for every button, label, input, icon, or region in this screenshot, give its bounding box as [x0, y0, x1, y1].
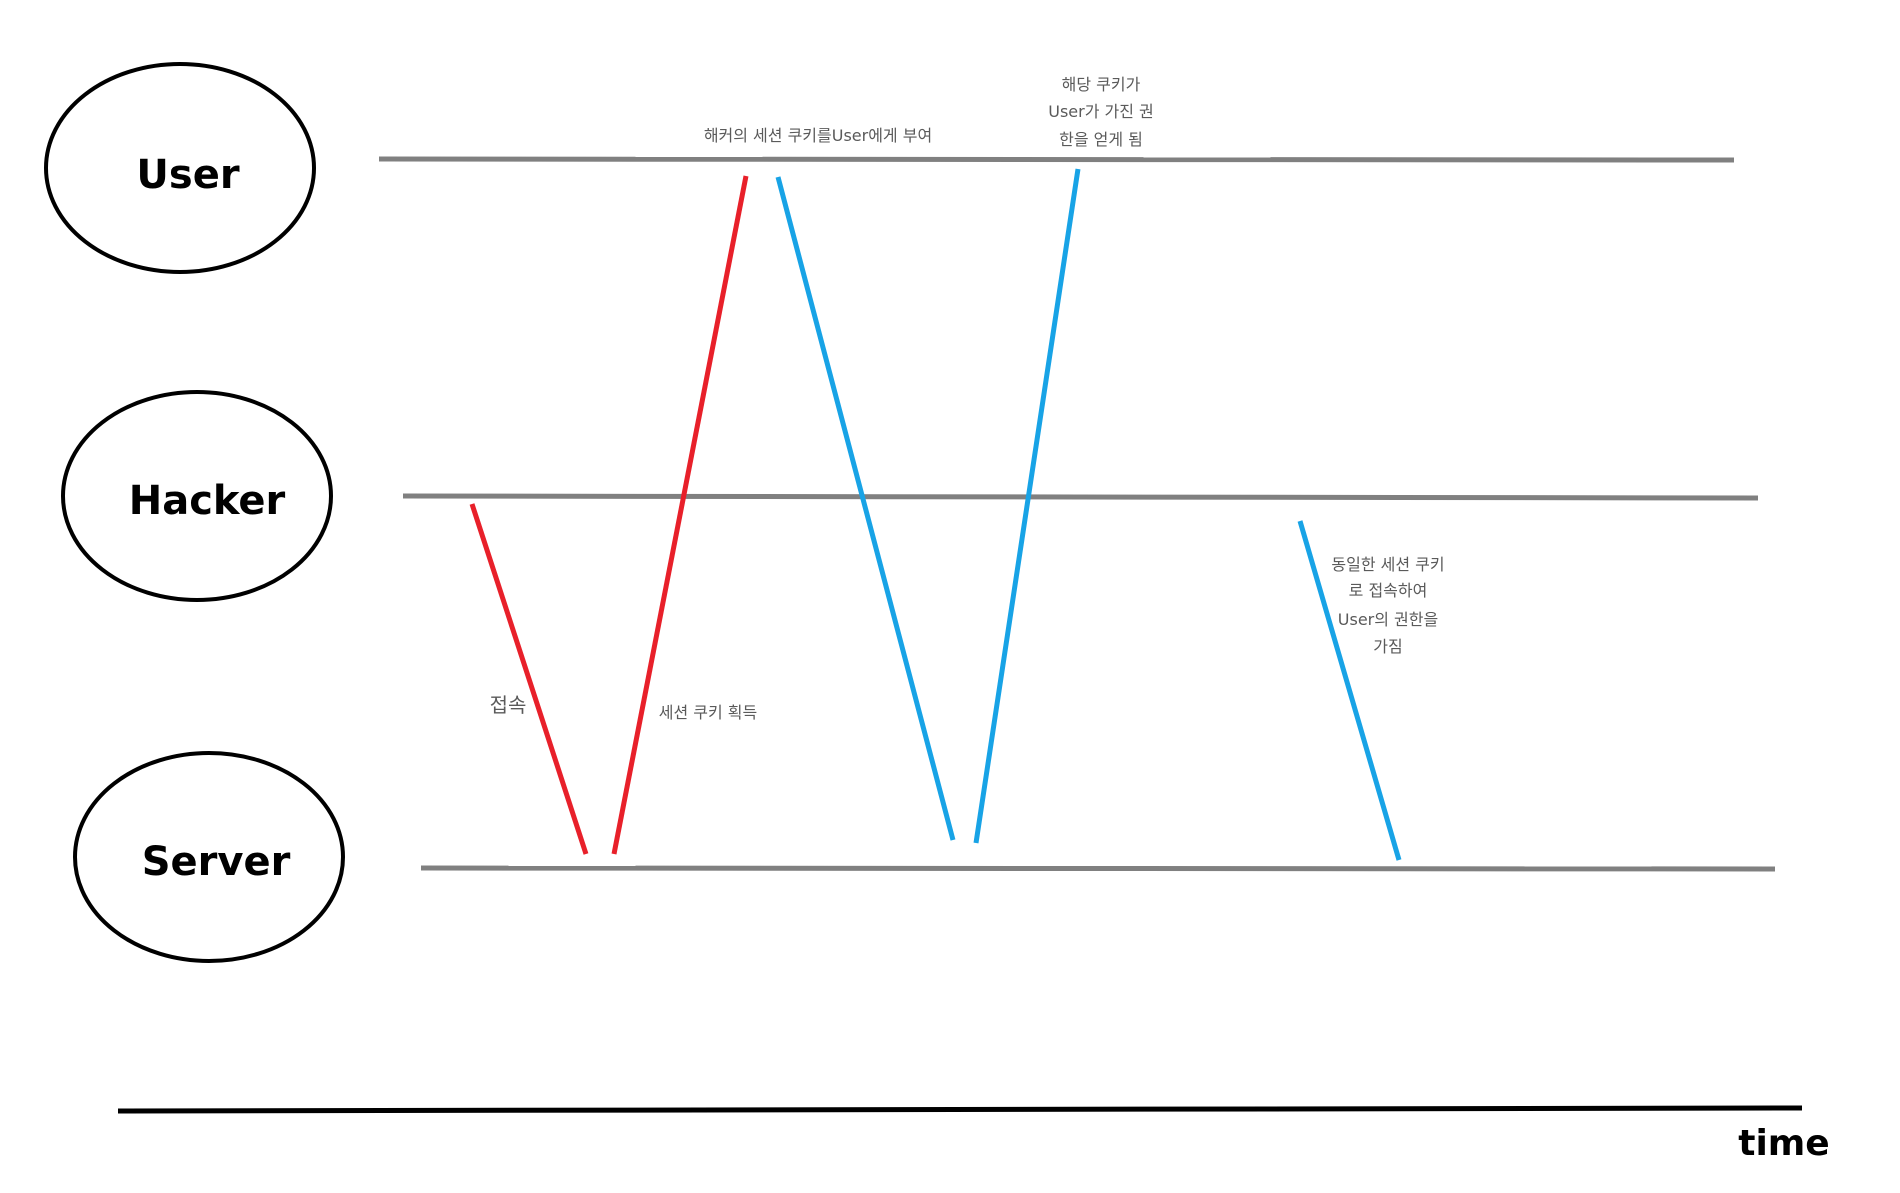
note-same-cookie-line-2: 로 접속하여 [1349, 581, 1428, 600]
actor-user-label: User [136, 152, 239, 198]
note-same-cookie-line-1: 동일한 세션 쿠키 [1331, 555, 1444, 574]
message-server-cookie-to-hacker [611, 175, 749, 855]
message-hacker-same-cookie-server [1297, 520, 1402, 861]
actor-user-ellipse [44, 62, 316, 274]
actor-hacker-label: Hacker [129, 478, 286, 524]
time-axis [117, 1105, 1803, 1114]
note-get-cookie: 세션 쿠키 획득 [659, 703, 758, 722]
time-axis-label: time [1738, 1123, 1829, 1164]
actor-server-label: Server [142, 839, 291, 885]
message-user-to-server [775, 176, 956, 841]
note-same-cookie-line-4: 가짐 [1373, 637, 1402, 656]
message-server-auth-to-user [973, 168, 1081, 844]
message-hacker-connect-server [469, 503, 589, 855]
note-same-cookie-line-3: User의 권한을 [1338, 610, 1438, 629]
note-gain-auth-line-2: User가 가진 권 [1048, 102, 1154, 121]
note-connect: 접속 [490, 693, 527, 717]
lifeline-server [420, 865, 1776, 872]
lifeline-user [378, 156, 1735, 163]
note-give-cookie: 해커의 세션 쿠키를User에게 부여 [704, 126, 932, 145]
lifeline-hacker [402, 493, 1759, 501]
actor-hacker-ellipse [61, 390, 333, 602]
actor-server-ellipse [73, 751, 345, 963]
note-gain-auth-line-3: 한을 얻게 됨 [1059, 130, 1143, 149]
note-gain-auth-line-1: 해당 쿠키가 [1062, 75, 1141, 94]
